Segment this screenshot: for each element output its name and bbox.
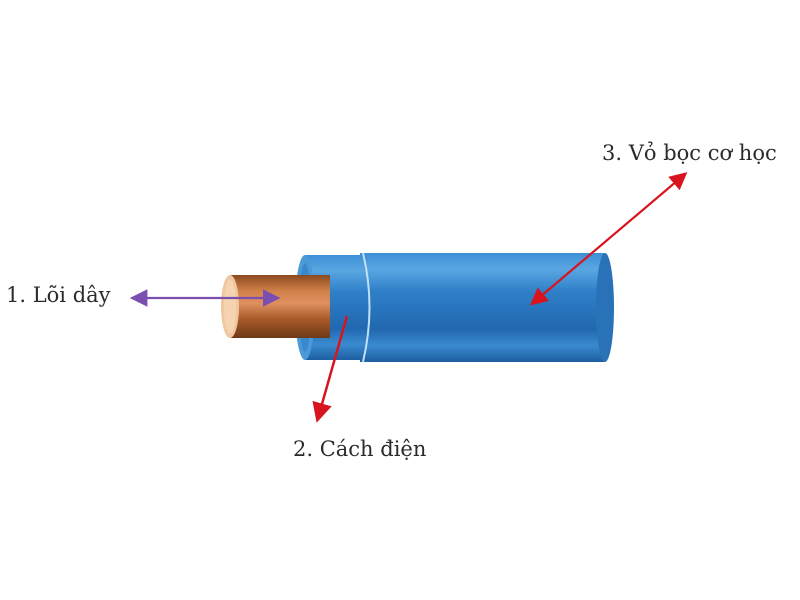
label-core: 1. Lõi dây: [6, 283, 111, 307]
arrow-sheath: [529, 172, 688, 306]
sheath: [360, 253, 614, 362]
arrow-insulation: [312, 315, 349, 423]
label-insulation: 2. Cách điện: [293, 437, 427, 461]
label-sheath: 3. Vỏ bọc cơ học: [602, 141, 777, 165]
copper-core: [221, 275, 330, 338]
